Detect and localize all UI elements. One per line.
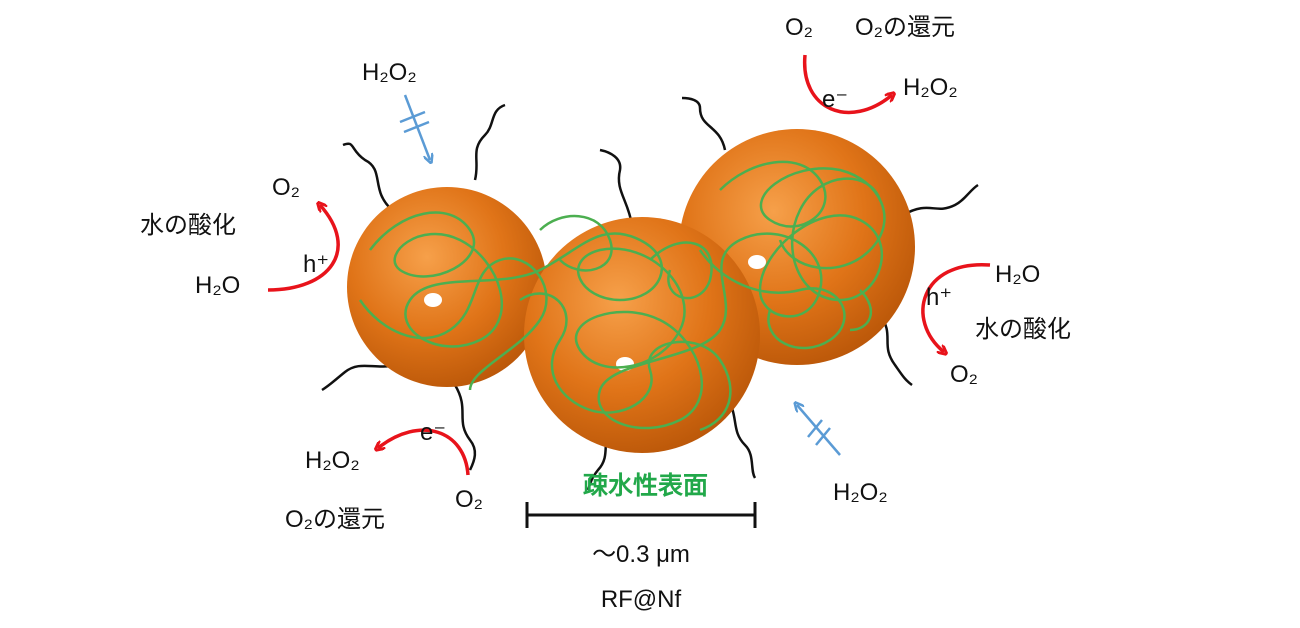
label-o2-right: O₂: [950, 361, 978, 388]
highlight: [424, 293, 442, 307]
particle-left: [347, 187, 547, 387]
label-o2-left: O₂: [272, 174, 300, 201]
label-hydrophobic-surface: 疎水性表面: [583, 472, 708, 500]
label-water-oxidation-right: 水の酸化: [975, 316, 1071, 343]
label-water-oxidation-left: 水の酸化: [140, 212, 236, 239]
label-o2-reduction-bottom-left: O₂の還元: [285, 506, 385, 533]
label-h2o2-bottom-right: H₂O₂: [833, 479, 888, 506]
label-material: RF@Nf: [601, 586, 682, 613]
label-o2-bottom-left: O₂: [455, 486, 483, 513]
label-h2o-right: H₂O: [995, 261, 1040, 288]
blocked-h2o2-arrows: [399, 94, 841, 456]
label-h2o-left: H₂O: [195, 272, 240, 299]
label-h2o2-top-left: H₂O₂: [362, 59, 417, 86]
label-electron-top-right: e⁻: [822, 86, 848, 113]
scale-bar: [525, 502, 757, 528]
label-electron-bottom-left: e⁻: [420, 419, 446, 446]
left-oxidation-arrow: [267, 205, 340, 292]
label-o2-reduction-top-right: O₂の還元: [855, 14, 955, 41]
top-right-reduction-arrow: [803, 54, 892, 115]
label-scale: 〜0.3 μm: [592, 541, 690, 568]
label-hole-right: h⁺: [926, 284, 952, 311]
label-h2o2-top-right: H₂O₂: [903, 74, 958, 101]
bottom-left-reduction-arrow: [378, 428, 470, 476]
label-h2o2-bottom-left: H₂O₂: [305, 447, 360, 474]
blocked-arrow-bottom-right: [797, 405, 841, 456]
label-o2-top-right: O₂: [785, 14, 813, 41]
right-oxidation-arrow: [921, 263, 991, 352]
label-hole-left: h⁺: [303, 251, 329, 278]
polymer-network: [358, 160, 886, 432]
reaction-arrows: [267, 54, 991, 476]
